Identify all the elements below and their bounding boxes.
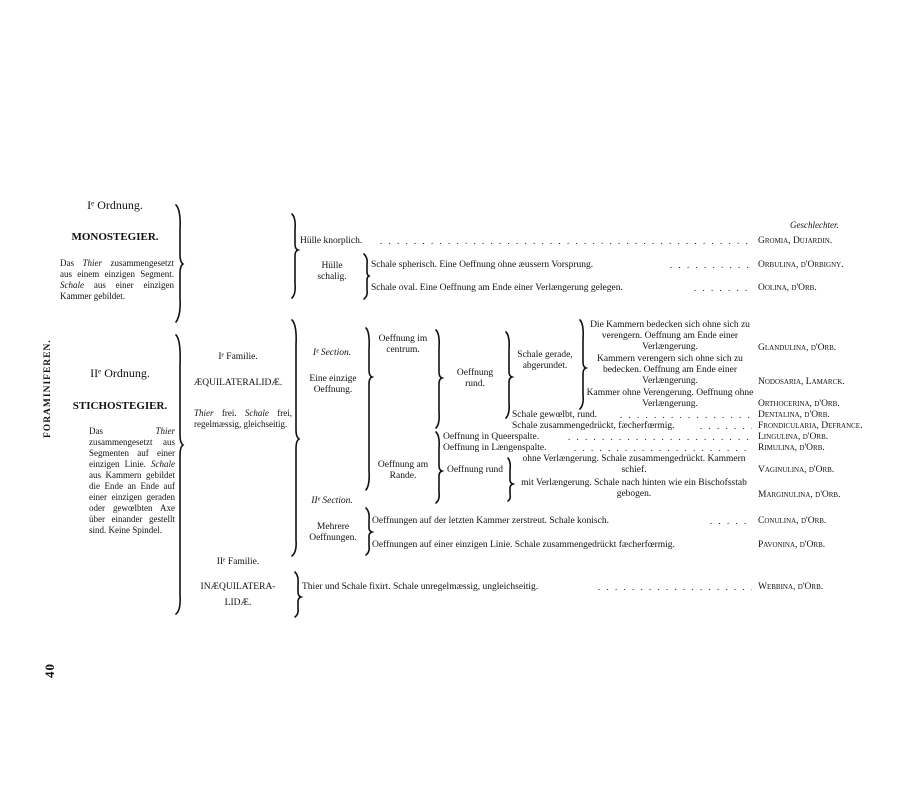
bracket-order-2 [175, 334, 185, 615]
order-2-description: Das Thier zusammengesetzt aus Segmenten … [89, 426, 175, 535]
dots-gromia: . . . . . . . . . . . . . . . . . . . . … [380, 236, 752, 246]
bracket-family-2 [294, 571, 304, 618]
genus-dentalina: Dentalina, d'Orb. [758, 410, 830, 420]
oeffnung-centrum: Oeffnung im centrum. [378, 334, 428, 355]
order-1-description: Das Thier zusammengesetzt aus einem einz… [60, 258, 174, 301]
dots-frondicularia: . . . . . . . [700, 421, 752, 431]
schale-oval: Schale oval. Eine Oeffnung am Ende einer… [371, 283, 623, 293]
oeffnung-rande: Oeffnung am Rande. [377, 460, 429, 481]
order-1-name: MONOSTEGIER. [71, 231, 159, 243]
genus-marginulina: Marginulina, d'Orb. [758, 490, 841, 500]
genus-orbulina: Orbulina, d'Orbigny. [758, 260, 844, 270]
genus-orthocerina: Orthocerina, d'Orb. [758, 399, 840, 409]
schale-gerade: Schale gerade, abgerundet. [517, 350, 573, 371]
bracket-order-1 [175, 204, 185, 323]
section-1-title: Iᵉ Section. [312, 348, 352, 358]
desc-nodosaria: Kammern verengern sich ohne sich zu bede… [597, 354, 743, 386]
bracket-gerade [579, 319, 589, 410]
family-1-description: Thier frei. Schale frei, regelmæssig, gl… [194, 408, 292, 429]
huelle-schalig: Hülle schalig. [317, 261, 347, 282]
genus-vaginulina: Vaginulina, d'Orb. [758, 465, 835, 475]
genus-rimulina: Rimulina, d'Orb. [758, 443, 825, 453]
dots-dentalina: . . . . . . . . . . . . . . . . . . [620, 410, 752, 420]
desc-dentalina: Schale gewœlbt, rund. [512, 410, 597, 420]
desc-glandulina: Die Kammern bedecken sich ohne sich zu v… [590, 320, 750, 352]
dots-rimulina: . . . . . . . . . . . . . . . . . . . . … [574, 443, 752, 453]
huelle-knorplich: Hülle knorplich. [300, 236, 363, 246]
bracket-mono [291, 213, 301, 299]
desc-vaginulina: ohne Verlængerung. Schale zusammengedrüc… [522, 454, 746, 475]
bracket-schalig [363, 253, 371, 300]
genus-webbina: Webbina, d'Orb. [758, 582, 824, 592]
bracket-section-1 [365, 327, 375, 491]
dots-webbina: . . . . . . . . . . . . . . . . . . . . … [598, 582, 752, 592]
schale-spherisch: Schale spherisch. Eine Oeffnung ohne æus… [371, 260, 594, 270]
genus-oolina: Oolina, d'Orb. [758, 283, 817, 293]
genus-pavonina: Pavonina, d'Orb. [758, 540, 826, 550]
genus-nodosaria: Nodosaria, Lamarck. [758, 377, 845, 387]
desc-frondicularia: Schale zusammengedrückt, fæcherfœrmig. [512, 421, 675, 431]
desc-orthocerina: Kammer ohne Verengerung. Oeffnung ohne V… [586, 388, 754, 409]
desc-webbina: Thier und Schale fixirt. Schale unregelm… [302, 582, 539, 592]
family-1-name: ÆQUILATERALIDÆ. [193, 378, 283, 388]
order-2-title: IIᵉ Ordnung. [90, 366, 150, 380]
oeffnung-rund-2: Oeffnung rund [446, 465, 504, 475]
genus-frondicularia: Frondicularia, Defrance. [758, 421, 863, 431]
bracket-rund [505, 331, 515, 419]
desc-lingulina: Oeffnung in Queerspalte. [443, 432, 540, 442]
dots-conulina: . . . . . . [710, 516, 752, 526]
order-2-name: STICHOSTEGIER. [72, 400, 168, 412]
dots-lingulina: . . . . . . . . . . . . . . . . . . . . … [568, 432, 752, 442]
bracket-centrum [435, 329, 445, 429]
family-2-name-line2: LIDÆ. [224, 598, 252, 608]
bracket-family-1 [291, 319, 301, 557]
section-2-title: IIᵉ Section. [311, 496, 353, 506]
genus-conulina: Conulina, d'Orb. [758, 516, 827, 526]
bracket-rund2 [507, 457, 516, 502]
family-2-name-line1: INÆQUILATERA- [200, 582, 276, 592]
bracket-rande [435, 431, 445, 504]
order-1-title: Iᵉ Ordnung. [87, 198, 143, 212]
genera-header: Geschlechter. [790, 220, 839, 230]
oeffnung-rund: Oeffnung rund. [456, 368, 494, 389]
genus-gromia: Gromia, Dujardin. [758, 236, 833, 246]
section-2-desc: Mehrere Oeffnungen. [309, 522, 357, 543]
family-1-title: Iᵉ Familie. [218, 352, 258, 362]
genus-glandulina: Glandulina, d'Orb. [758, 343, 837, 353]
dots-orbulina: . . . . . . . . . . . . [670, 260, 752, 270]
desc-conulina: Oeffnungen auf der letzten Kammer zerstr… [372, 516, 609, 526]
section-1-desc: Eine einzige Oeffnung. [309, 374, 357, 395]
desc-pavonina: Oeffnungen auf einer einzigen Linie. Sch… [372, 540, 675, 550]
family-2-title: IIᵉ Familie. [216, 557, 260, 567]
dots-oolina: . . . . . . . . [694, 283, 752, 293]
desc-rimulina: Oeffnung in Længenspalte. [443, 443, 547, 453]
bracket-section-2 [365, 507, 375, 556]
desc-marginulina: mit Verlængerung. Schale nach hinten wie… [521, 478, 747, 499]
genus-lingulina: Lingulina, d'Orb. [758, 432, 829, 442]
